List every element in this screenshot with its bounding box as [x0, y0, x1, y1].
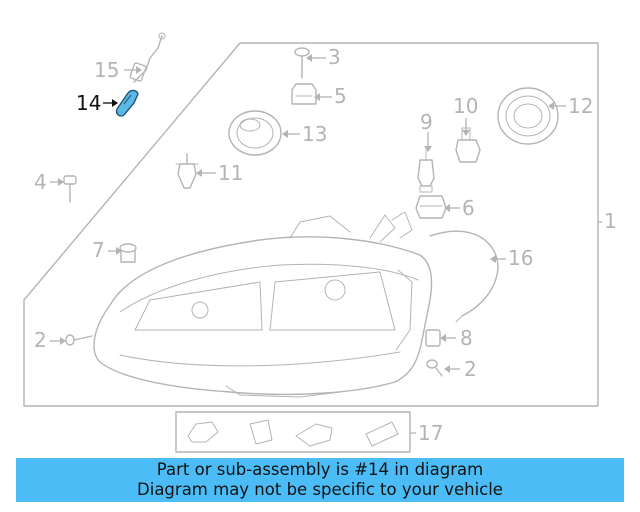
callout-12: 12 — [568, 94, 594, 118]
part-17-kit — [175, 411, 411, 453]
part-3-screw — [294, 47, 310, 79]
part-8-bracket — [425, 329, 441, 347]
banner-line-disclaimer: Diagram may not be specific to your vehi… — [137, 480, 503, 499]
callout-9: 9 — [420, 110, 433, 134]
part-16-light-guide — [429, 230, 499, 323]
callout-17: 17 — [418, 421, 444, 445]
part-12-cover — [497, 87, 559, 145]
part-15-socket-wire — [129, 32, 166, 83]
part-4-bolt — [63, 175, 77, 203]
callout-8: 8 — [460, 326, 473, 350]
headlamp-housing — [93, 211, 433, 398]
callout-2-right: 2 — [464, 357, 477, 381]
callout-6: 6 — [462, 196, 475, 220]
callout-1: 1 — [604, 209, 617, 233]
part-11-bulb-holder — [175, 153, 199, 189]
callout-10: 10 — [453, 94, 479, 118]
callout-4: 4 — [34, 170, 47, 194]
part-10-connector — [455, 127, 481, 163]
callout-3: 3 — [328, 45, 341, 69]
banner-line-part-number: Part or sub-assembly is #14 in diagram — [156, 460, 484, 479]
assembly-frame — [23, 42, 599, 407]
part-7-grommet — [119, 243, 137, 263]
part-6-socket — [415, 195, 447, 219]
callout-14: 14 — [76, 91, 102, 115]
callout-7: 7 — [92, 238, 105, 262]
part-2-screw-left — [65, 334, 93, 346]
info-banner: Part or sub-assembly is #14 in diagram D… — [16, 458, 624, 502]
callout-15: 15 — [94, 58, 120, 82]
leader-lines — [50, 54, 602, 434]
part-2-screw-right — [426, 359, 443, 377]
part-14-bulb — [115, 89, 139, 117]
callout-13: 13 — [302, 122, 328, 146]
part-5-clip — [291, 83, 317, 105]
part-9-bulb — [417, 149, 435, 193]
callout-2-left: 2 — [34, 328, 47, 352]
part-13-cap — [228, 110, 282, 156]
callout-16: 16 — [508, 246, 534, 270]
callout-5: 5 — [334, 84, 347, 108]
callout-11: 11 — [218, 161, 244, 185]
